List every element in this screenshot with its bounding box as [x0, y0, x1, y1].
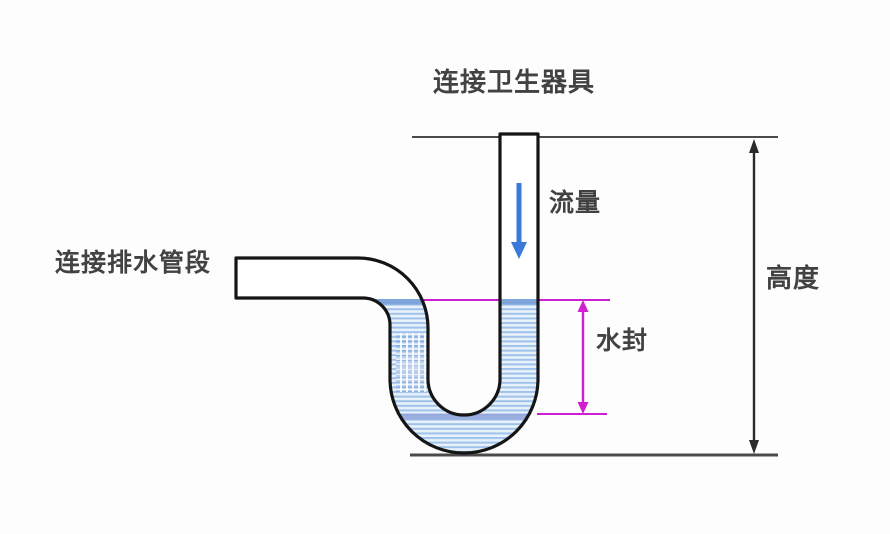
seal-arrowhead-down-icon	[577, 402, 589, 414]
water-hatch-patch	[396, 333, 426, 392]
flow-label: 流量	[549, 189, 602, 217]
seal-depth-arrow	[577, 300, 589, 414]
trap-water	[355, 299, 538, 453]
height-arrowhead-up-icon	[749, 139, 759, 153]
drain-connection-label: 连接排水管段	[55, 249, 212, 277]
fixture-connection-label: 连接卫生器具	[433, 67, 596, 97]
trap-pipe-outline	[234, 132, 540, 455]
flow-arrowhead-icon	[511, 242, 527, 259]
trap-pipe-body	[236, 134, 538, 453]
water-seal-label: 水封	[596, 327, 649, 355]
seal-arrowhead-up-icon	[577, 300, 589, 312]
water-stripes	[355, 299, 538, 453]
flow-arrow	[511, 183, 527, 259]
height-label: 高度	[766, 263, 821, 293]
height-arrowhead-down-icon	[749, 440, 759, 454]
height-dimension-arrow	[749, 139, 759, 454]
